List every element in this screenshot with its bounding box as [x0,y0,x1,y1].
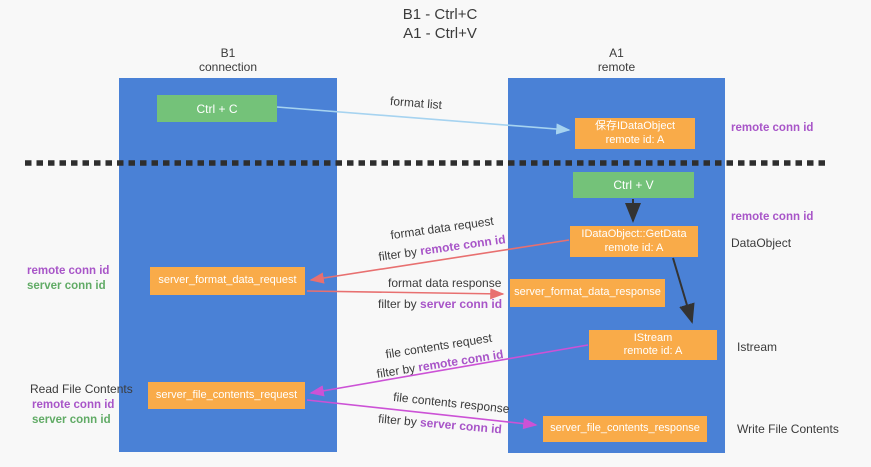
node-format-request-label: server_format_data_request [158,274,297,287]
node-save-idataobject-line1: 保存IDataObject [594,120,676,132]
label-file-contents-response: file contents response [392,389,511,417]
lane-header-b1: B1 connection [119,46,337,74]
label-dataobject: DataObject [731,236,792,250]
node-idataobject-getdata: IDataObject::GetData remote id: A [570,226,698,257]
node-getdata-line2: remote id: A [604,241,664,254]
filter-by-text-2: filter by [378,297,417,311]
node-save-idataobject: 保存IDataObject remote id: A [575,118,695,149]
label-left-server-conn-2: server conn id [32,414,111,426]
filter-by-text-4: filter by [377,411,418,429]
node-server-file-contents-response: server_file_contents_response [543,416,707,442]
filter-by-text-3: filter by [375,361,417,381]
label-format-data-response: format data response [388,276,502,290]
label-filter-server-2: filter by server conn id [378,412,503,437]
title-line-2: A1 - Ctrl+V [403,25,477,42]
node-ctrl-c-label: Ctrl + C [196,101,238,116]
node-format-response-label: server_format_data_response [514,286,661,299]
label-left-server-conn-1: server conn id [27,280,106,292]
label-left-remote-conn-2: remote conn id [32,399,115,411]
title-line-1: B1 - Ctrl+C [402,6,478,23]
node-ctrl-v: Ctrl + V [573,172,694,198]
lane-a1-subtitle: remote [597,60,636,74]
lane-b1-subtitle: connection [198,60,258,74]
lane-b1-title: B1 [220,46,236,60]
node-istream-line2: remote id: A [623,345,683,357]
node-file-response-label: server_file_contents_response [550,422,700,435]
filter-server-conn-id-1: server conn id [420,297,503,311]
node-server-file-contents-request: server_file_contents_request [148,382,305,409]
label-remote-conn-id-top: remote conn id [731,122,814,134]
label-write-file-contents: Write File Contents [737,422,839,436]
node-istream-line1: IStream [633,331,673,344]
label-remote-conn-id-mid: remote conn id [731,211,814,223]
filter-by-text-1: filter by [377,244,418,264]
node-save-idataobject-line2: remote id: A [605,133,665,146]
node-file-request-label: server_file_contents_request [155,388,298,401]
lane-a1-title: A1 [609,46,624,60]
diagram-title: B1 - Ctrl+C A1 - Ctrl+V [300,5,580,43]
node-istream: IStream remote id: A [589,330,717,360]
node-server-format-data-request: server_format_data_request [150,267,305,295]
label-istream: Istream [737,340,778,354]
node-getdata-line1: IDataObject::GetData [581,228,687,240]
label-filter-server-1: filter by server conn id [378,297,502,311]
node-ctrl-c: Ctrl + C [157,95,277,122]
label-format-list: format list [389,93,443,113]
node-ctrl-v-label: Ctrl + V [613,178,654,192]
filter-server-conn-id-2: server conn id [419,415,503,437]
lane-header-a1: A1 remote [508,46,725,74]
node-server-format-data-response: server_format_data_response [510,279,665,307]
label-left-remote-conn-1: remote conn id [27,265,110,277]
label-read-file-contents: Read File Contents [30,382,133,396]
